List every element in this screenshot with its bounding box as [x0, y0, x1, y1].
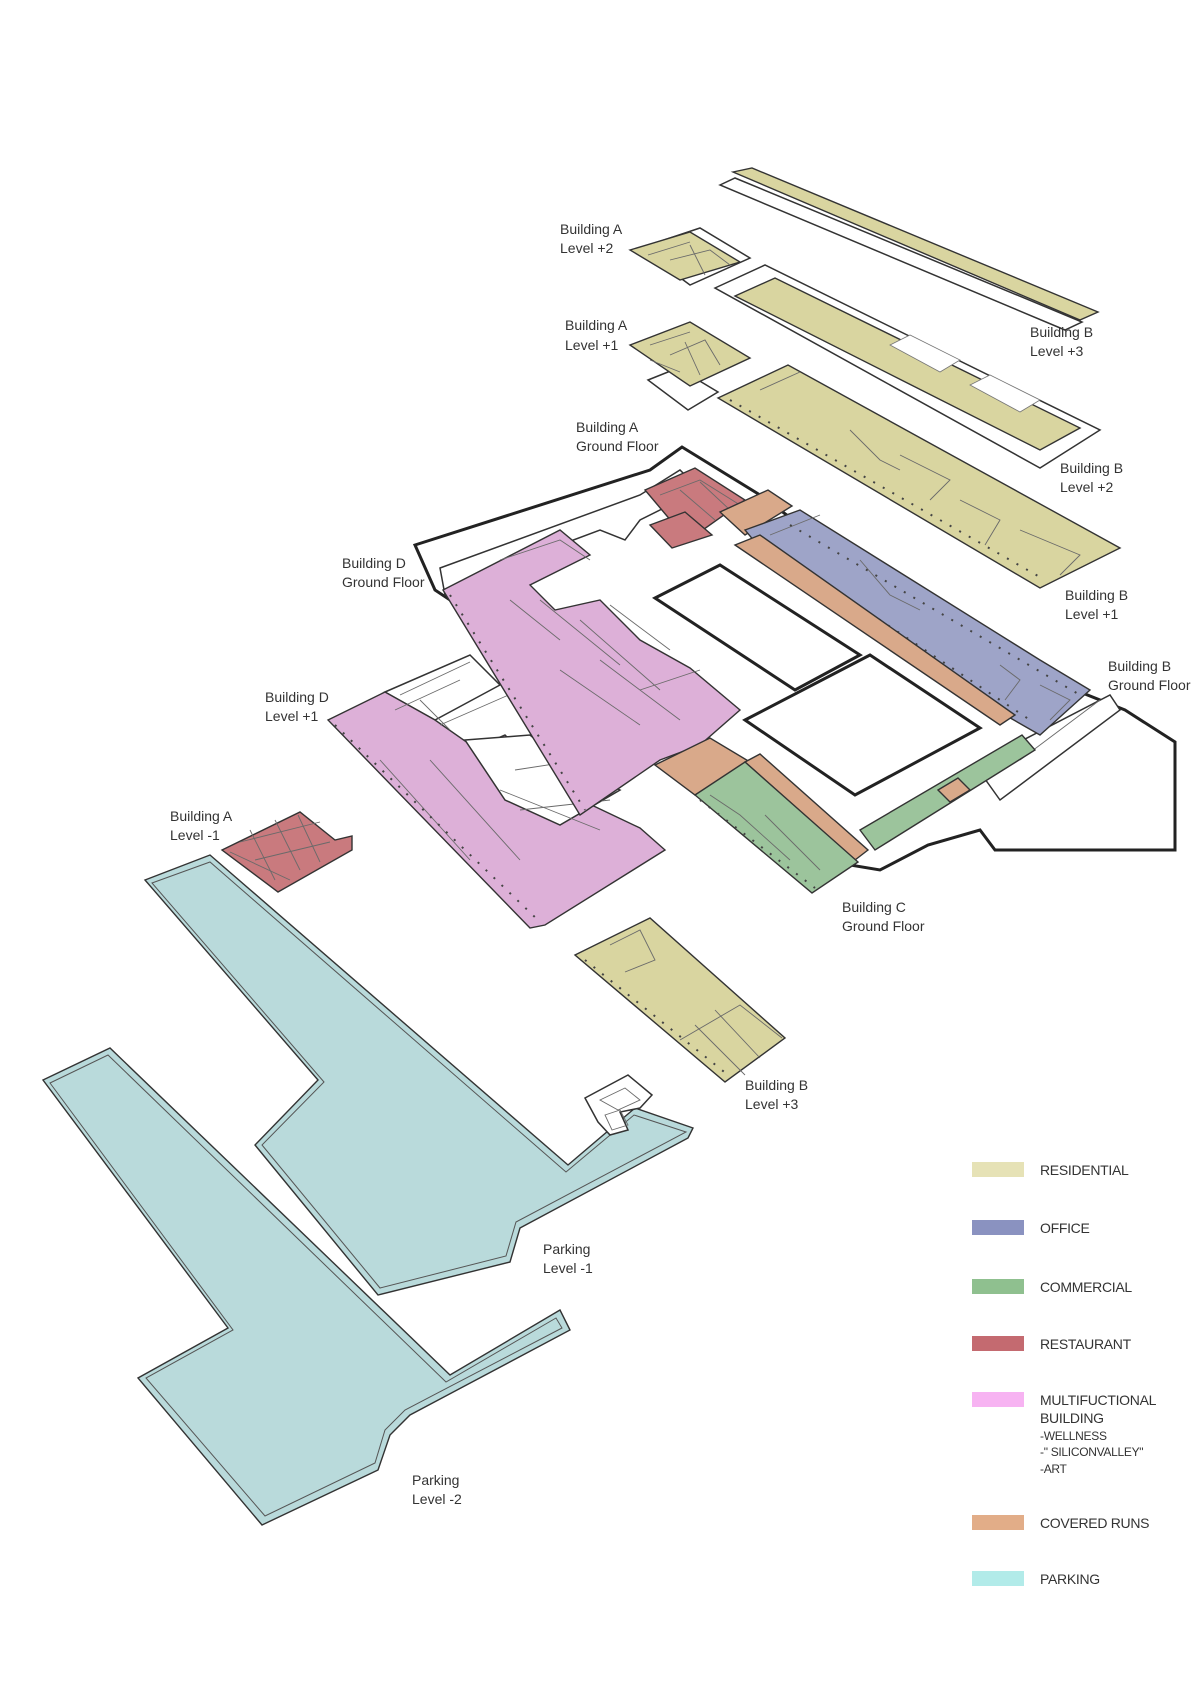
legend-label-multifunctional-line1: MULTIFUCTIONAL [1040, 1392, 1157, 1408]
label-building-b-ground-line2: Ground Floor [1108, 677, 1191, 693]
legend-swatch-parking [972, 1571, 1024, 1586]
label-building-d-level1-line1: Building D [265, 689, 329, 705]
label-building-b-level3-top-line2: Level +3 [1030, 343, 1084, 359]
parking-level-minus1-slab [143, 854, 694, 1296]
legend-swatch-covered-runs [972, 1515, 1024, 1530]
building-a-level-plus1 [628, 321, 752, 411]
label-parking-level1-line1: Parking [543, 1241, 590, 1257]
parking-level-minus2-slab [41, 1047, 571, 1526]
legend-label-restaurant: RESTAURANT [1040, 1336, 1132, 1352]
legend-label-parking: PARKING [1040, 1571, 1100, 1587]
label-building-a-level2-line1: Building A [560, 221, 623, 237]
building-a-ground-floor-slab [643, 467, 747, 533]
legend-swatch-restaurant [972, 1336, 1024, 1351]
building-d-ground-floor-slab [442, 529, 742, 816]
building-d-level-plus1 [326, 654, 667, 929]
legend-label-multifunctional-line2: BUILDING [1040, 1410, 1104, 1426]
label-building-d-ground-line1: Building D [342, 555, 406, 571]
legend: RESIDENTIAL OFFICE COMMERCIAL RESTAURANT… [972, 1162, 1157, 1587]
legend-label-multifunctional-sub2: -" SILICONVALLEY" [1040, 1445, 1143, 1459]
covered-run-a [718, 489, 794, 536]
label-building-b-level3-top-line1: Building B [1030, 324, 1093, 340]
legend-item-covered-runs: COVERED RUNS [972, 1515, 1150, 1531]
label-building-c-ground-line1: Building C [842, 899, 906, 915]
parking-stair-core [583, 1074, 654, 1136]
building-b-level-plus3-lower-slab [573, 917, 787, 1083]
label-building-c-ground-line2: Ground Floor [842, 918, 925, 934]
legend-label-commercial: COMMERCIAL [1040, 1279, 1132, 1295]
label-building-a-level1-line2: Level +1 [565, 337, 619, 353]
legend-item-multifunctional: MULTIFUCTIONAL BUILDING -WELLNESS -" SIL… [972, 1392, 1157, 1476]
legend-swatch-office [972, 1220, 1024, 1235]
label-parking-level1-line2: Level -1 [543, 1260, 593, 1276]
label-building-b-level1-line2: Level +1 [1065, 606, 1119, 622]
label-building-b-ground-line1: Building B [1108, 658, 1171, 674]
label-building-b-level2-line1: Building B [1060, 460, 1123, 476]
legend-swatch-multifunctional [972, 1392, 1024, 1407]
courtyard-north [652, 563, 863, 692]
label-building-a-levelm1-line2: Level -1 [170, 827, 220, 843]
covered-run-small [936, 777, 972, 803]
legend-swatch-residential [972, 1162, 1024, 1177]
legend-item-commercial: COMMERCIAL [972, 1279, 1133, 1295]
label-building-b-level1-line1: Building B [1065, 587, 1128, 603]
building-b-level-plus2 [713, 264, 1102, 469]
legend-item-office: OFFICE [972, 1220, 1090, 1236]
label-building-b-level3-low-line1: Building B [745, 1077, 808, 1093]
building-b-level-plus1 [716, 364, 1122, 589]
label-parking-level2-line1: Parking [412, 1472, 459, 1488]
covered-run-b [733, 534, 1017, 726]
legend-label-office: OFFICE [1040, 1220, 1090, 1236]
building-b-level-plus1-slab [716, 364, 1122, 589]
legend-item-restaurant: RESTAURANT [972, 1336, 1132, 1352]
legend-label-residential: RESIDENTIAL [1040, 1162, 1129, 1178]
parking-level-minus1 [143, 854, 694, 1296]
label-building-a-level1-line1: Building A [565, 317, 628, 333]
building-b-level-plus3-lower [573, 917, 787, 1083]
label-parking-level2-line2: Level -2 [412, 1491, 462, 1507]
building-b-level-plus2-slab [733, 277, 1082, 451]
diagram-labels: Building A Level +2 Building A Level +1 … [170, 221, 1191, 1507]
parking-level-minus2 [41, 1047, 571, 1526]
legend-label-covered-runs: COVERED RUNS [1040, 1515, 1149, 1531]
label-building-d-level1-line2: Level +1 [265, 708, 319, 724]
label-building-a-ground-line2: Ground Floor [576, 438, 659, 454]
building-d-ground-floor [442, 529, 742, 816]
label-building-d-ground-line2: Ground Floor [342, 574, 425, 590]
legend-label-multifunctional-sub3: -ART [1040, 1462, 1068, 1476]
label-building-b-level3-low-line2: Level +3 [745, 1096, 799, 1112]
legend-label-multifunctional-sub1: -WELLNESS [1040, 1429, 1107, 1443]
building-b-level-plus3-top-slab [730, 167, 1100, 321]
building-a-ground-floor [643, 467, 747, 549]
building-c-ground-floor-slab [693, 761, 860, 894]
legend-item-parking: PARKING [972, 1571, 1100, 1587]
legend-item-residential: RESIDENTIAL [972, 1162, 1129, 1178]
building-b-level-plus3-top [718, 167, 1100, 331]
building-b-level-plus3-top-frame [718, 177, 1084, 331]
legend-swatch-commercial [972, 1279, 1024, 1294]
courtyard-south [742, 653, 983, 797]
building-c-ground-floor [693, 761, 860, 894]
building-a-ground-floor-terrace [648, 511, 714, 549]
label-building-a-levelm1-line1: Building A [170, 808, 233, 824]
building-a-level-minus1 [220, 811, 353, 893]
label-building-a-level2-line2: Level +2 [560, 240, 614, 256]
label-building-a-ground-line1: Building A [576, 419, 639, 435]
building-a-level-plus2 [628, 227, 752, 286]
label-building-b-level2-line2: Level +2 [1060, 479, 1114, 495]
ground-floor-site [412, 445, 1177, 894]
